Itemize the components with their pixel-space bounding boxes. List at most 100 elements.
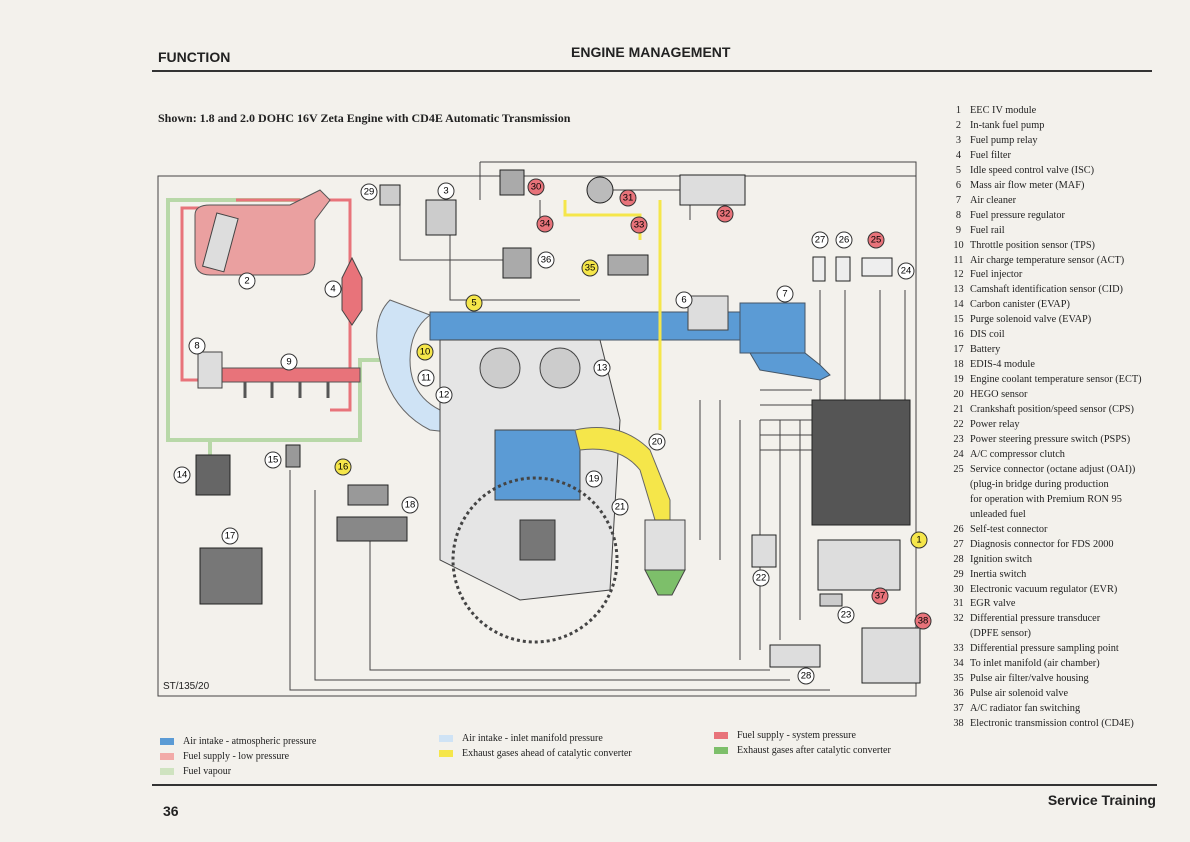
camshaft-exhaust — [539, 347, 581, 389]
legend-item-label: Engine coolant temperature sensor (ECT) — [970, 374, 1142, 386]
key-swatch — [160, 738, 174, 745]
cd4e-control — [861, 627, 921, 684]
key-label: Exhaust gases after catalytic converter — [737, 745, 891, 756]
callout-29: 29 — [360, 183, 378, 201]
callout-6: 6 — [675, 291, 693, 309]
legend-item-number: 34 — [953, 658, 964, 670]
callout-21: 21 — [611, 498, 629, 516]
callout-8: 8 — [188, 337, 206, 355]
key-label: Air intake - atmospheric pressure — [183, 736, 317, 747]
callout-37: 37 — [871, 587, 889, 605]
svg-text:25: 25 — [871, 235, 882, 246]
legend-item-label: A/C compressor clutch — [970, 448, 1065, 460]
legend-item-label: Carbon canister (EVAP) — [970, 299, 1070, 311]
legend-item-label: Camshaft identification sensor (CID) — [970, 284, 1123, 296]
callout-15: 15 — [264, 451, 282, 469]
legend-item-number: 3 — [955, 134, 962, 146]
legend-item-label: Diagnosis connector for FDS 2000 — [970, 538, 1114, 550]
legend-item: 20 HEGO sensor — [947, 388, 1142, 403]
legend-item-label: EGR valve — [970, 598, 1016, 610]
callout-16: 16 — [334, 458, 352, 476]
fuel-vapour-lines — [166, 198, 400, 455]
svg-text:32: 32 — [720, 209, 731, 220]
svg-text:9: 9 — [286, 357, 291, 368]
svg-text:19: 19 — [589, 474, 600, 485]
callout-17: 17 — [221, 527, 239, 545]
fuel-filter — [341, 256, 363, 326]
callout-3: 3 — [437, 182, 455, 200]
legend-item-label: HEGO sensor — [970, 389, 1028, 401]
ignition-switch — [769, 644, 821, 668]
svg-text:16: 16 — [338, 462, 349, 473]
fuel-pump-relay — [425, 199, 457, 236]
legend-item-number: 35 — [953, 673, 964, 685]
svg-text:3: 3 — [443, 186, 448, 197]
pulse-air-housing — [607, 254, 649, 276]
callout-10: 10 — [416, 343, 434, 361]
legend-item-number: 22 — [953, 419, 964, 431]
callout-38: 38 — [914, 612, 932, 630]
key-item: Fuel supply - low pressure — [160, 751, 289, 762]
svg-text:26: 26 — [839, 235, 850, 246]
purge-valve — [285, 444, 301, 468]
svg-text:30: 30 — [531, 182, 542, 193]
footer-rule — [152, 784, 1157, 786]
key-swatch — [160, 753, 174, 760]
svg-text:12: 12 — [439, 390, 450, 401]
legend-item-label: To inlet manifold (air chamber) — [970, 658, 1100, 670]
key-item: Exhaust gases after catalytic converter — [714, 745, 891, 756]
svg-text:24: 24 — [901, 266, 912, 277]
section-label: FUNCTION — [158, 49, 231, 65]
legend-item-number: 4 — [955, 149, 962, 161]
diagnosis-connector — [812, 256, 826, 282]
callout-19: 19 — [585, 470, 603, 488]
svg-text:23: 23 — [841, 610, 852, 621]
callout-25: 25 — [867, 231, 885, 249]
combustion-chamber — [494, 429, 581, 501]
flywheel — [451, 476, 619, 644]
callout-2: 2 — [238, 272, 256, 290]
key-label: Fuel supply - system pressure — [737, 730, 856, 741]
edis-module — [336, 516, 408, 542]
svg-text:8: 8 — [194, 341, 199, 352]
key-item: Air intake - atmospheric pressure — [160, 736, 316, 747]
svg-text:17: 17 — [225, 531, 236, 542]
key-swatch — [714, 747, 728, 754]
service-connector — [861, 257, 893, 277]
svg-text:5: 5 — [471, 298, 476, 309]
legend-item-label: DIS coil — [970, 329, 1005, 341]
legend-item-label: Throttle position sensor (TPS) — [970, 239, 1095, 251]
maf-sensor — [687, 295, 729, 331]
legend-item-label: Differential pressure sampling point — [970, 643, 1119, 655]
callout-11: 11 — [417, 369, 435, 387]
air-cleaner — [739, 302, 806, 354]
key-swatch — [714, 732, 728, 739]
key-swatch — [439, 750, 453, 757]
key-item: Fuel supply - system pressure — [714, 730, 856, 741]
page-heading: ENGINE MANAGEMENT — [571, 44, 731, 60]
svg-text:15: 15 — [268, 455, 279, 466]
callout-14: 14 — [173, 466, 191, 484]
ac-fan-switching — [817, 539, 901, 591]
legend-item-number: 37 — [953, 703, 964, 715]
legend-item-number: 20 — [953, 389, 964, 401]
legend-item-label: Differential pressure transducer (DPFE s… — [970, 613, 1101, 640]
key-item: Air intake - inlet manifold pressure — [439, 733, 603, 744]
callout-9: 9 — [280, 353, 298, 371]
connecting-rod — [519, 519, 556, 561]
legend-item-number: 7 — [955, 194, 962, 206]
